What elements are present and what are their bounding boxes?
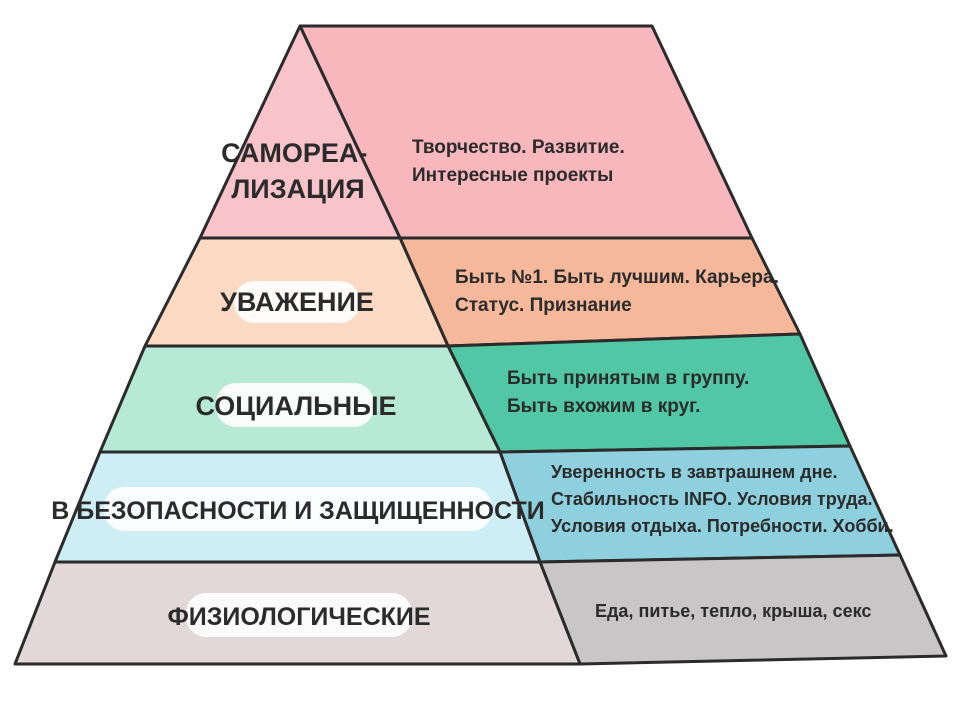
level-2-desc-line-2: Статус. Признание: [455, 295, 632, 316]
level-4-description: Уверенность в завтрашнем дне. Стабильнос…: [551, 462, 894, 536]
level-4-desc-line-3: Условия отдыха. Потребности. Хобби.: [551, 516, 894, 536]
level-1-description: Творчество. Развитие. Интересные проекты: [412, 137, 630, 186]
level-1-label: САМОРЕА- ЛИЗАЦИЯ: [221, 138, 375, 204]
level-4-label: В БЕЗОПАСНОСТИ И ЗАЩИЩЕННОСТИ: [51, 497, 544, 525]
level-2-label: УВАЖЕНИЕ: [220, 287, 374, 317]
level-1-label-line-2: ЛИЗАЦИЯ: [231, 174, 364, 204]
level-3-description: Быть принятым в группу. Быть вхожим в кр…: [507, 368, 755, 417]
level-5-description: Еда, питье, тепло, крыша, секс: [595, 601, 871, 621]
level-5-label-pill: [186, 593, 412, 637]
level-esteem: УВАЖЕНИЕ Быть №1. Быть лучшим. Карьера. …: [143, 236, 802, 348]
level-2-side: [398, 236, 802, 348]
level-1-desc-line-1: Творчество. Развитие.: [412, 137, 625, 158]
level-4-desc-line-2: Стабильность INFO. Условия труда.: [551, 489, 873, 509]
level-3-side: [446, 332, 852, 454]
level-4-desc-line-1: Уверенность в завтрашнем дне.: [551, 462, 837, 482]
level-2-description: Быть №1. Быть лучшим. Карьера. Статус. П…: [455, 267, 784, 316]
level-3-desc-line-1: Быть принятым в группу.: [507, 368, 749, 389]
level-3-desc-line-2: Быть вхожим в круг.: [507, 396, 700, 417]
level-3-label: СОЦИАЛЬНЫЕ: [195, 391, 396, 421]
level-4-label-pill: [104, 487, 492, 531]
level-3-label-pill: [216, 383, 374, 427]
level-1-desc-line-2: Интересные проекты: [412, 165, 613, 186]
level-safety: В БЕЗОПАСНОСТИ И ЗАЩИЩЕННОСТИ Уверенност…: [51, 444, 902, 564]
level-5-label: ФИЗИОЛОГИЧЕСКИЕ: [167, 603, 430, 631]
level-1-label-line-1: САМОРЕА-: [221, 138, 367, 168]
level-social: СОЦИАЛЬНЫЕ Быть принятым в группу. Быть …: [98, 332, 852, 454]
level-2-desc-line-1: Быть №1. Быть лучшим. Карьера.: [455, 267, 779, 288]
level-self-actualization: САМОРЕА- ЛИЗАЦИЯ Творчество. Развитие. И…: [198, 24, 754, 240]
level-physiological: ФИЗИОЛОГИЧЕСКИЕ Еда, питье, тепло, крыша…: [13, 553, 948, 666]
level-2-label-pill: [234, 281, 360, 323]
